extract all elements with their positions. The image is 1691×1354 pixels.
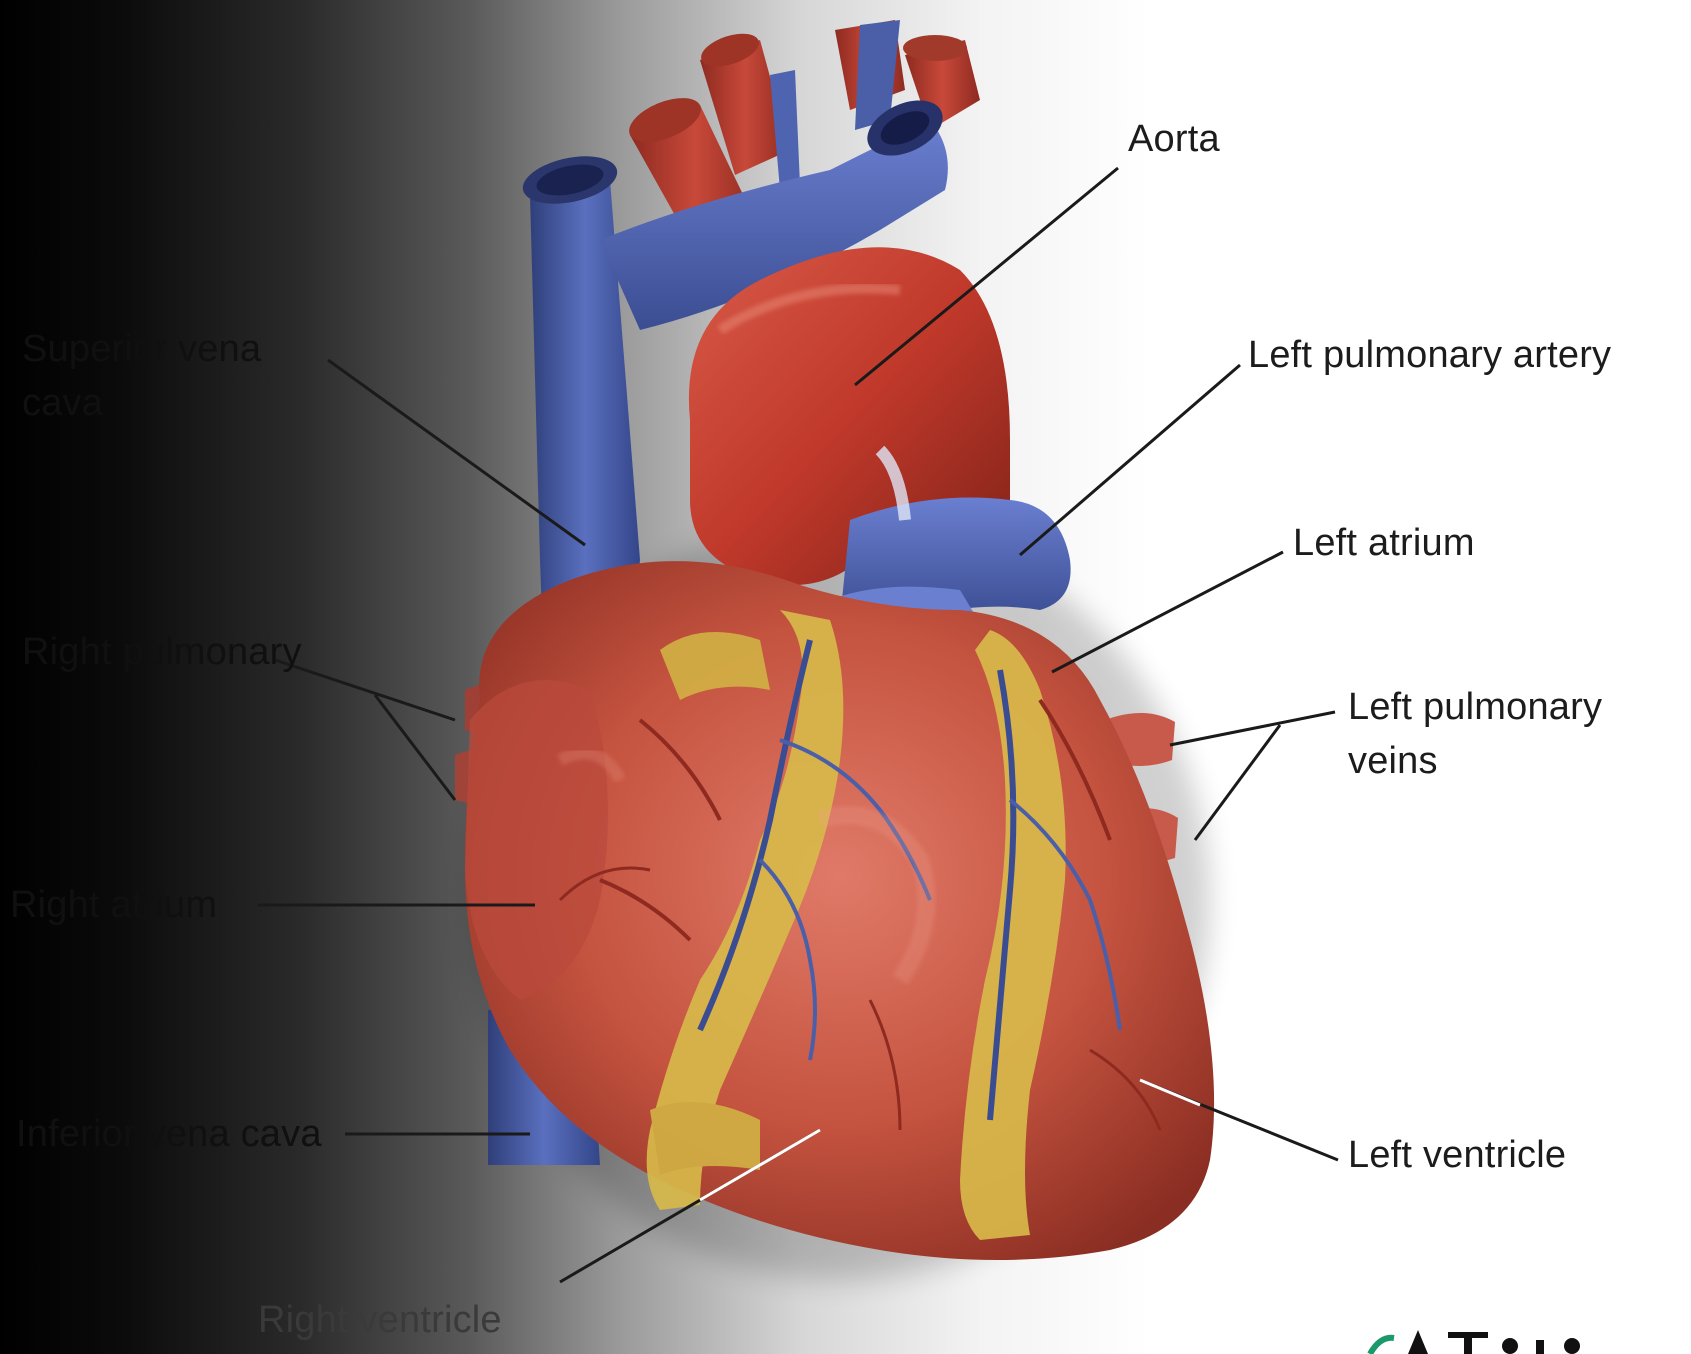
label-left-pulmonary-artery: Left pulmonary artery (1248, 328, 1611, 382)
label-superior-vena-cava: Superior vena cava (22, 322, 322, 430)
leader-left-pulmonary-artery (1020, 365, 1240, 555)
label-right-pulmonary: Right pulmonary (22, 625, 322, 679)
leader-right-pulmonary-b (375, 695, 455, 800)
label-aorta: Aorta (1128, 112, 1220, 166)
label-right-atrium: Right atrium (10, 878, 217, 932)
label-left-pulmonary-veins: Left pulmonary veins (1348, 680, 1668, 788)
label-right-ventricle: Right ventricle (258, 1293, 502, 1347)
label-inferior-vena-cava: Inferior vena cava (16, 1107, 322, 1161)
label-left-atrium: Left atrium (1293, 516, 1475, 570)
label-left-ventricle: Left ventricle (1348, 1128, 1566, 1182)
brand-logo-icon (1360, 1326, 1680, 1354)
leader-left-pulmonary-veins-b (1195, 725, 1280, 840)
leader-left-atrium (1052, 552, 1283, 672)
leader-left-pulmonary-veins-a (1170, 712, 1335, 745)
